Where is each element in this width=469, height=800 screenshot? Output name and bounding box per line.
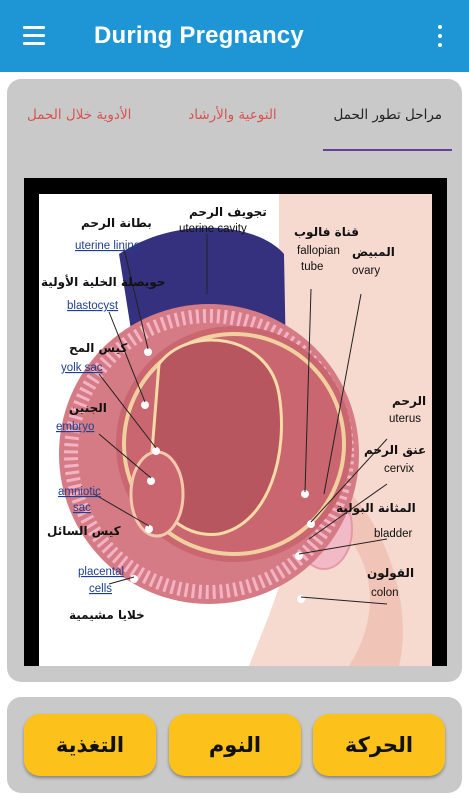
marker-dot bbox=[307, 520, 315, 528]
tab-label: الأدوية خلال الحمل bbox=[27, 107, 132, 123]
nutrition-button[interactable]: التغذية bbox=[24, 714, 156, 776]
label-placental-en-1: placental bbox=[78, 566, 124, 578]
label-uterine-cavity-en: uterine cavity bbox=[179, 223, 247, 235]
label-uterus-en: uterus bbox=[389, 413, 421, 425]
label-cervix-ar: عنق الرحم bbox=[364, 443, 426, 457]
label-yolk-ar: كيس المح bbox=[69, 341, 127, 355]
label-ovary-en: ovary bbox=[352, 265, 380, 277]
label-fallopian-ar: قناة فالوب bbox=[294, 225, 359, 240]
label-yolk-en: yolk sac bbox=[61, 362, 103, 374]
label-ovary-ar: المبيض bbox=[352, 245, 395, 259]
label-bladder-en: bladder bbox=[374, 528, 413, 540]
active-tab-indicator bbox=[323, 149, 452, 151]
label-fallopian-en-2: tube bbox=[301, 261, 323, 273]
app-bar: During Pregnancy bbox=[0, 0, 469, 72]
pregnancy-diagram: بطانة الرحم uterine lining تجويف الرحم u… bbox=[39, 194, 432, 666]
tab-awareness-guidance[interactable]: التوعية والأرشاد bbox=[178, 79, 287, 151]
sleep-button[interactable]: النوم bbox=[169, 714, 301, 776]
label-cervix-en: cervix bbox=[384, 463, 414, 475]
more-vert-icon[interactable] bbox=[426, 22, 454, 50]
label-amniotic-ar: كيس السائل bbox=[47, 524, 121, 538]
blastocyst-ring bbox=[122, 332, 346, 556]
movement-button[interactable]: الحركة bbox=[313, 714, 445, 776]
hamburger-menu-icon[interactable] bbox=[20, 24, 48, 48]
page-title: During Pregnancy bbox=[94, 22, 304, 49]
tab-bar: مراحل تطور الحمل التوعية والأرشاد الأدوي… bbox=[7, 79, 462, 151]
label-blastocyst-ar: حويصلة الخلية الأولية bbox=[41, 274, 166, 290]
marker-dot bbox=[145, 525, 153, 533]
label-uterus-ar: الرحم bbox=[392, 394, 426, 408]
tab-label: مراحل تطور الحمل bbox=[333, 107, 442, 123]
tab-pregnancy-stages[interactable]: مراحل تطور الحمل bbox=[323, 79, 452, 151]
marker-dot bbox=[152, 447, 160, 455]
marker-dot bbox=[301, 490, 309, 498]
yolk-sac-shape bbox=[129, 450, 185, 538]
leader-lines bbox=[93, 234, 388, 605]
marker-dot bbox=[141, 401, 149, 409]
marker-dot bbox=[147, 477, 155, 485]
label-fallopian-en-1: fallopian bbox=[297, 245, 340, 257]
label-uterine-lining-ar: بطانة الرحم bbox=[81, 216, 152, 230]
marker-dot bbox=[297, 595, 305, 603]
label-embryo-en: embryo bbox=[56, 421, 94, 433]
label-bladder-ar: المثانة البولية bbox=[336, 501, 416, 516]
organs-shape bbox=[294, 459, 403, 666]
uterus-diagram-svg: بطانة الرحم uterine lining تجويف الرحم u… bbox=[41, 194, 432, 666]
label-blastocyst-en: blastocyst bbox=[67, 300, 119, 312]
label-colon-en: colon bbox=[371, 587, 399, 599]
diagram-frame: بطانة الرحم uterine lining تجويف الرحم u… bbox=[24, 178, 447, 666]
label-uterine-cavity-ar: تجويف الرحم bbox=[189, 205, 267, 220]
tab-medications[interactable]: الأدوية خلال الحمل bbox=[17, 79, 141, 151]
tab-label: التوعية والأرشاد bbox=[188, 107, 277, 123]
label-colon-ar: القولون bbox=[367, 566, 414, 581]
label-embryo-ar: الجنين bbox=[69, 401, 107, 415]
marker-dot bbox=[130, 575, 138, 583]
label-amniotic-en-1: amniotic bbox=[58, 486, 101, 498]
label-placental-ar: خلايا مشيمية bbox=[69, 608, 145, 622]
label-amniotic-en-2: sac bbox=[73, 502, 91, 514]
label-placental-en-2: cells bbox=[89, 583, 112, 595]
label-uterine-lining-en: uterine lining bbox=[75, 240, 140, 252]
marker-dot bbox=[144, 348, 152, 356]
